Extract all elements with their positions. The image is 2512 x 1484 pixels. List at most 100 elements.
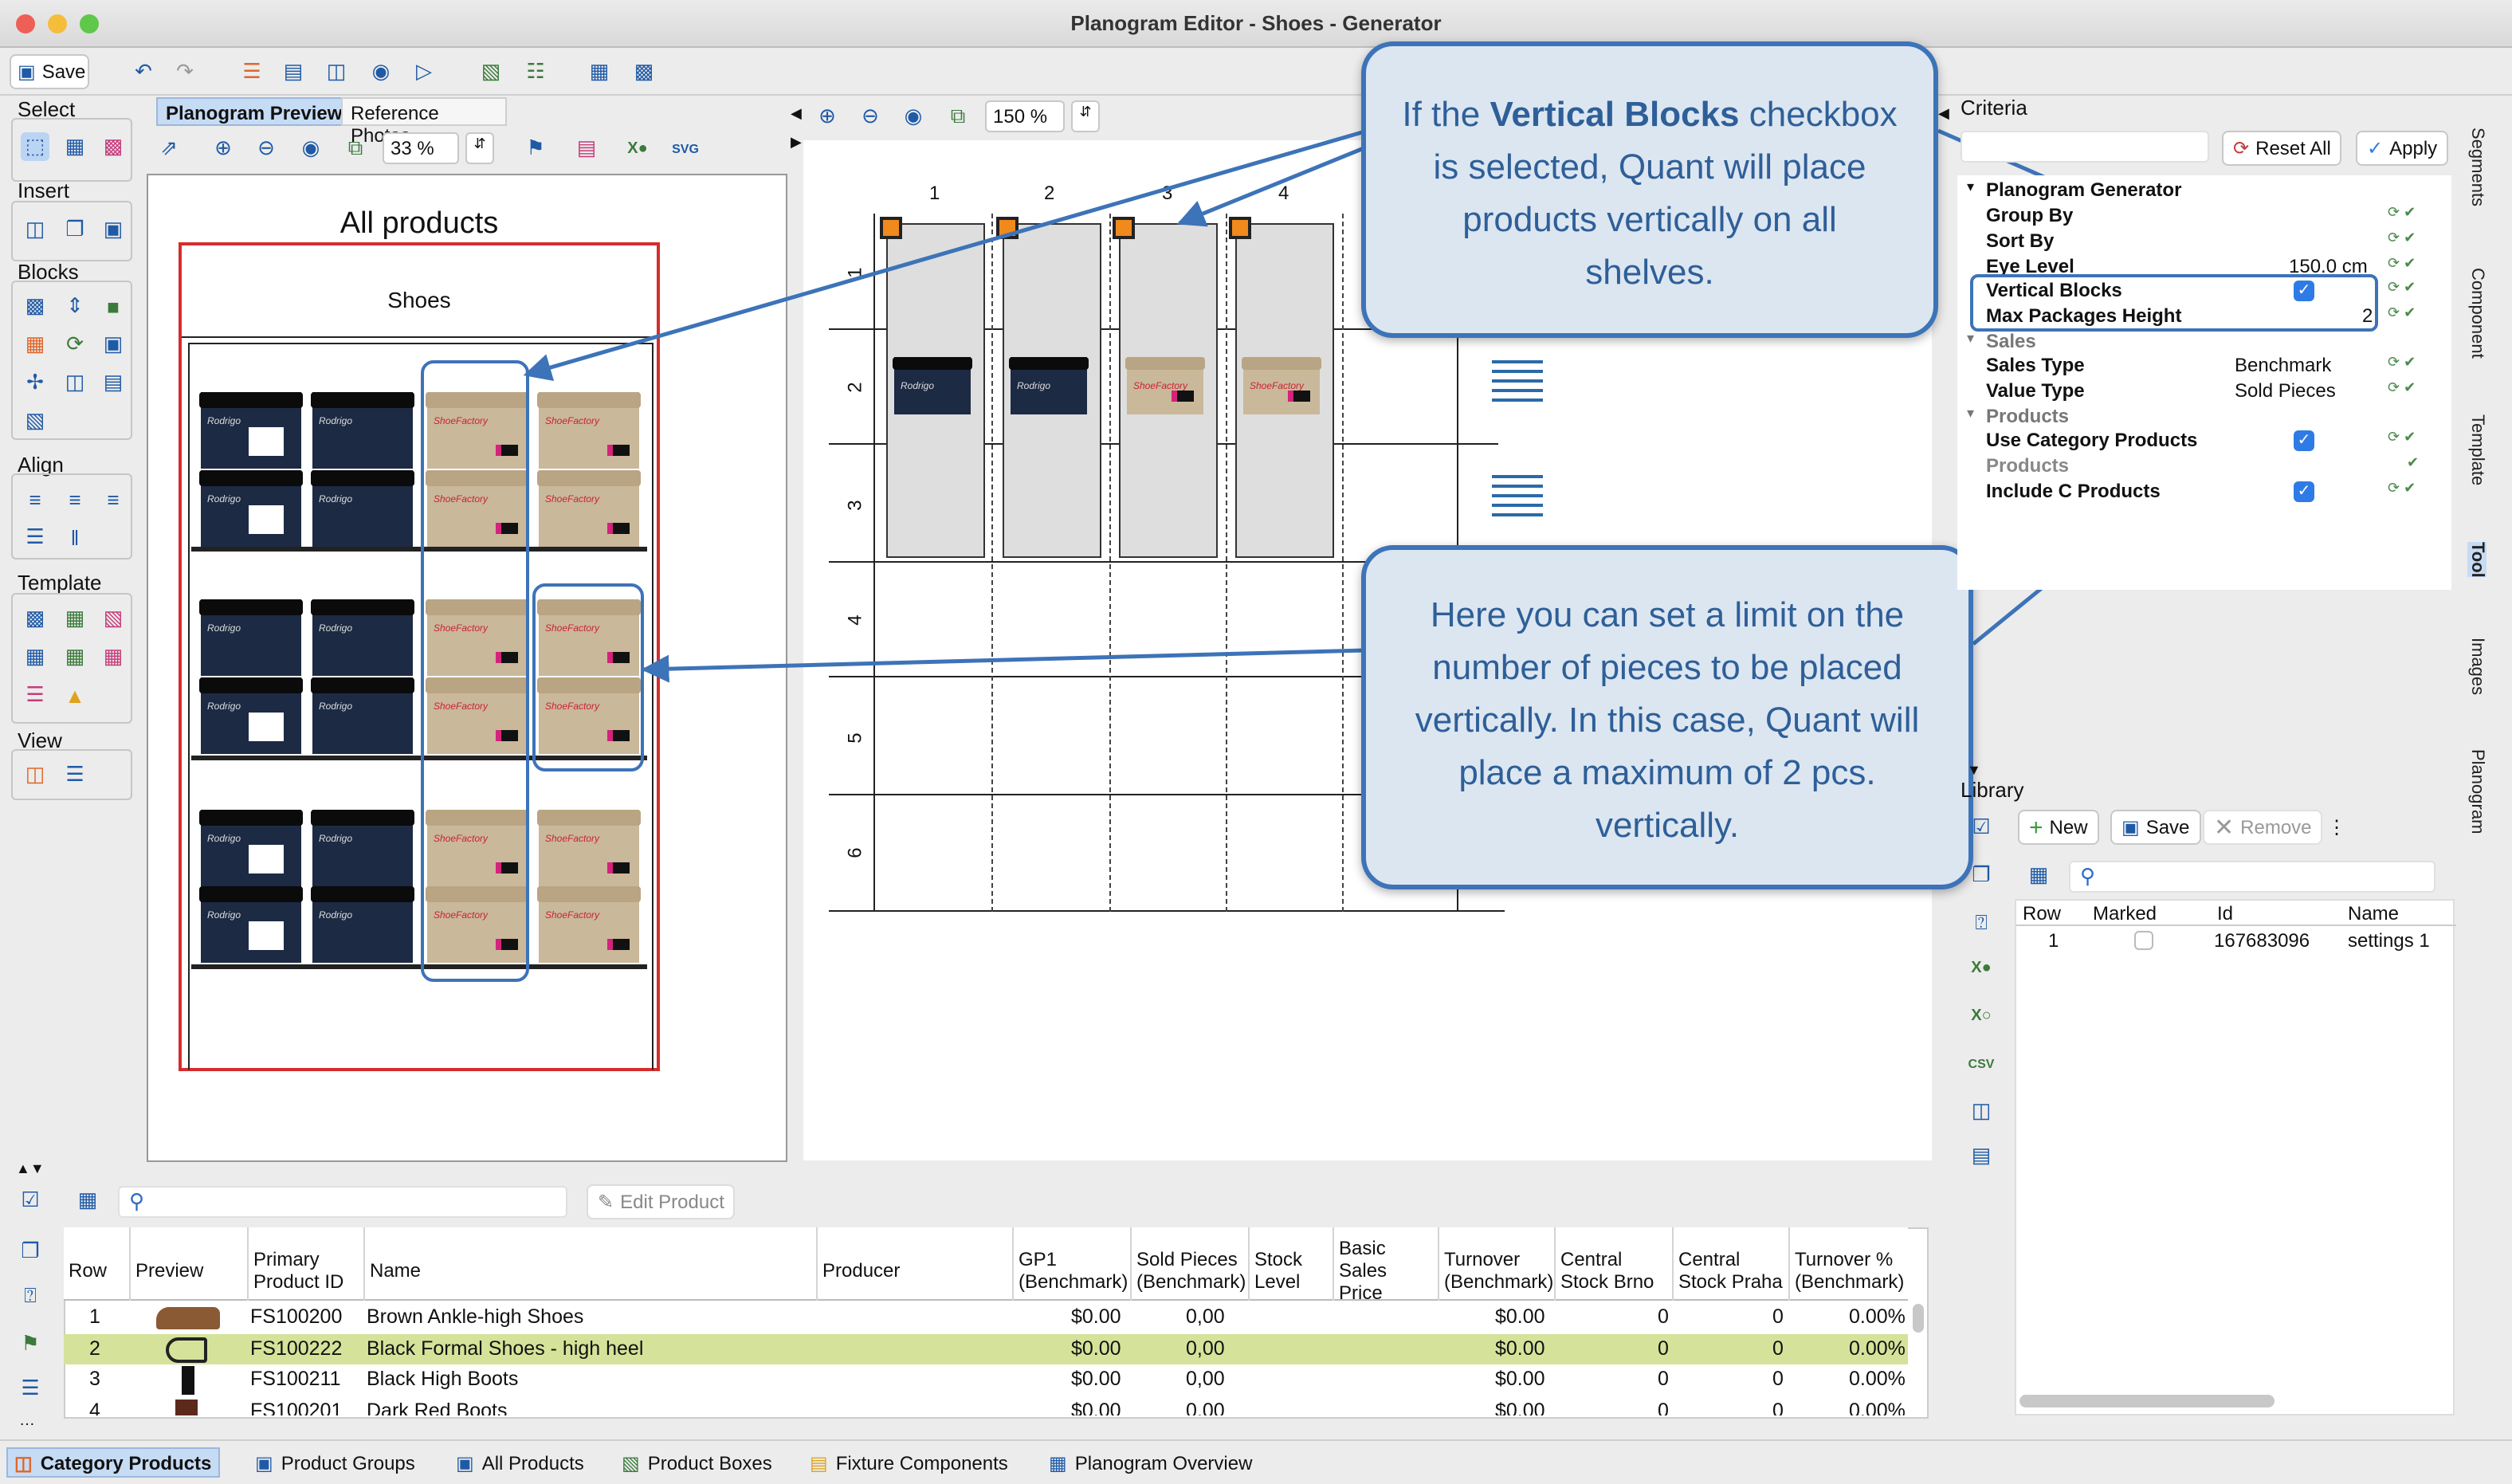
edit-product-button[interactable]: ✎ Edit Product xyxy=(587,1184,736,1219)
library-save-button[interactable]: ▣ Save xyxy=(2110,810,2201,845)
product-box-tan[interactable]: ShoeFactory xyxy=(426,392,529,469)
table-row[interactable]: 2 FS100222 Black Formal Shoes - high hee… xyxy=(64,1333,1908,1364)
table-row[interactable]: 3 FS100211 Black High Boots $0.00 0,00 $… xyxy=(64,1364,1908,1396)
products-check-icon[interactable]: ☑ xyxy=(21,1188,40,1211)
table-row[interactable]: 1 FS100200 Brown Ankle-high Shoes $0.00 … xyxy=(89,1305,1906,1329)
blocks-grid-icon[interactable]: ▩ xyxy=(25,293,45,317)
tab-product-boxes[interactable]: ▧ Product Boxes xyxy=(615,1447,779,1478)
library-collapse-icon[interactable]: ▼ xyxy=(1967,762,1981,778)
select-area-icon[interactable]: ▦ xyxy=(65,134,85,158)
blocks-group-icon[interactable]: ▧ xyxy=(25,408,45,432)
tab-planogram[interactable]: Planogram xyxy=(2467,749,2486,834)
save-button[interactable]: ▣ Save xyxy=(10,54,89,89)
table-row[interactable]: 4 FS100201 Dark Red Boots $0.00 0,00 $0.… xyxy=(64,1396,1908,1415)
col-central-stock-praha[interactable]: Central Stock Praha xyxy=(1674,1227,1790,1301)
block-handle[interactable] xyxy=(1229,217,1251,239)
insert-text-icon[interactable]: ▣ xyxy=(103,217,124,241)
criteria-group-by[interactable]: Group By⟳ ✔ xyxy=(1986,204,2416,226)
col-producer[interactable]: Producer xyxy=(818,1227,1014,1301)
section-planogram-generator[interactable]: Planogram Generator▾ xyxy=(1967,179,2182,201)
product-box-tan[interactable]: ShoeFactory xyxy=(426,677,529,754)
blocks-split-icon[interactable]: ◫ xyxy=(65,370,85,394)
view-list-icon[interactable]: ☰ xyxy=(65,762,84,786)
more-options-icon[interactable]: ⋮ xyxy=(2327,816,2346,838)
include-c-products-checkbox[interactable]: ✓ xyxy=(2294,481,2314,502)
criteria-products[interactable]: Products✔ xyxy=(1986,454,2420,477)
products-list-icon[interactable]: ☰ xyxy=(21,1376,40,1400)
col-turnover[interactable]: Turnover (Benchmark) xyxy=(1439,1227,1556,1301)
library-excel-icon[interactable]: X● xyxy=(1971,959,1992,976)
align-columns-icon[interactable]: ‖ xyxy=(70,525,80,549)
tab-category-products[interactable]: ◫ Category Products xyxy=(6,1447,220,1478)
zoom-window-button[interactable] xyxy=(80,14,99,33)
col-row[interactable]: Row xyxy=(64,1227,131,1301)
products-scrollbar[interactable] xyxy=(1913,1304,1924,1333)
tab-component[interactable]: Component xyxy=(2467,268,2486,359)
product-box-tan[interactable]: ShoeFactory xyxy=(426,810,529,886)
tab-planogram-overview[interactable]: ▦ Planogram Overview xyxy=(1042,1447,1258,1478)
product-box-tan[interactable]: ShoeFactory xyxy=(537,886,641,963)
excel-export-icon[interactable]: X● xyxy=(627,139,648,157)
section-sales[interactable]: Sales▾ xyxy=(1967,330,2036,352)
col-stock-level[interactable]: Stock Level xyxy=(1250,1227,1334,1301)
product-box-tan[interactable]: ShoeFactory xyxy=(537,470,641,547)
canvas-zoom-field[interactable]: 150 % xyxy=(985,100,1065,132)
products-table-icon[interactable]: ▦ xyxy=(77,1188,98,1211)
tab-all-products[interactable]: ▣ All Products xyxy=(449,1447,591,1478)
tab-fixture-components[interactable]: ▤ Fixture Components xyxy=(803,1447,1015,1478)
tab-product-groups[interactable]: ▣ Product Groups xyxy=(249,1447,422,1478)
camera-icon[interactable]: ◉ xyxy=(371,59,391,83)
zoom-fit-icon[interactable]: ⧉ xyxy=(347,135,363,159)
measure-icon[interactable]: ▷ xyxy=(416,59,432,83)
close-window-button[interactable] xyxy=(16,14,35,33)
apply-button[interactable]: ✓ Apply xyxy=(2356,131,2449,166)
zoom-reset-icon[interactable]: ◉ xyxy=(301,135,320,159)
product-box-tan[interactable]: ShoeFactory xyxy=(537,677,641,754)
panel-collapse-icon[interactable]: ▲▼ xyxy=(16,1160,45,1176)
redo-icon[interactable]: ↷ xyxy=(176,59,194,83)
canvas-zoom-stepper[interactable]: ⇵ xyxy=(1071,100,1100,132)
template-warning-icon[interactable]: ▲ xyxy=(65,683,85,707)
library-check-icon[interactable]: ☑ xyxy=(1972,815,1991,838)
template-grid-remove-icon[interactable]: ▦ xyxy=(103,644,124,668)
use-category-products-checkbox[interactable]: ✓ xyxy=(2294,430,2314,451)
canvas-product-dark[interactable]: Rodrigo xyxy=(893,357,972,414)
align-justify-icon[interactable]: ☰ xyxy=(26,524,45,548)
block-handle[interactable] xyxy=(996,217,1019,239)
col-sold-pieces[interactable]: Sold Pieces (Benchmark) xyxy=(1132,1227,1250,1301)
zoom-out-icon[interactable]: ⊖ xyxy=(257,135,275,159)
library-search-input[interactable]: ⚲ xyxy=(2069,861,2435,893)
product-box-tan[interactable]: ShoeFactory xyxy=(537,810,641,886)
products-search-input[interactable]: ⚲ xyxy=(118,1186,567,1218)
criteria-use-category-products[interactable]: Use Category Products✓⟳ ✔ xyxy=(1986,429,2416,451)
template-add-icon[interactable]: ▦ xyxy=(65,606,85,630)
canvas-product-tan[interactable]: ShoeFactory xyxy=(1125,357,1205,414)
library-excel-import-icon[interactable]: X○ xyxy=(1971,1007,1992,1024)
canvas-zoom-out-icon[interactable]: ⊖ xyxy=(862,104,879,128)
tab-template[interactable]: Template xyxy=(2467,414,2486,486)
template-list-icon[interactable]: ☰ xyxy=(26,682,45,706)
product-box-tan[interactable]: ShoeFactory xyxy=(426,470,529,547)
library-chart-icon[interactable]: ▤ xyxy=(1971,1143,1992,1167)
library-new-button[interactable]: + New xyxy=(2018,810,2099,845)
product-box-tan[interactable]: ShoeFactory xyxy=(426,886,529,963)
criteria-collapse-icon[interactable]: ◀ xyxy=(1938,105,1949,121)
select-icon[interactable]: ⬚ xyxy=(21,132,49,161)
library-help-icon[interactable]: ⍰ xyxy=(1975,910,1988,934)
tab-reference-photos[interactable]: Reference Photos xyxy=(341,97,507,147)
product-box-dark[interactable]: Rodrigo xyxy=(199,470,303,547)
product-box-dark[interactable]: Rodrigo xyxy=(199,677,303,754)
expand-right-icon[interactable]: ▶ xyxy=(791,134,802,150)
criteria-search-input[interactable] xyxy=(1961,131,2209,163)
insert-shelf-icon[interactable]: ◫ xyxy=(25,217,45,241)
product-box-dark[interactable]: Rodrigo xyxy=(311,810,414,886)
product-box-tan[interactable]: ShoeFactory xyxy=(426,599,529,676)
product-box-dark[interactable]: Rodrigo xyxy=(311,677,414,754)
preview-zoom-stepper[interactable]: ⇵ xyxy=(465,132,494,164)
col-turnover-pct[interactable]: Turnover % (Benchmark) xyxy=(1795,1248,1905,1293)
products-copy-icon[interactable]: ❐ xyxy=(21,1239,40,1262)
canvas-zoom-fit-icon[interactable]: ⧉ xyxy=(950,104,966,128)
tab-segments[interactable]: Segments xyxy=(2467,128,2486,207)
